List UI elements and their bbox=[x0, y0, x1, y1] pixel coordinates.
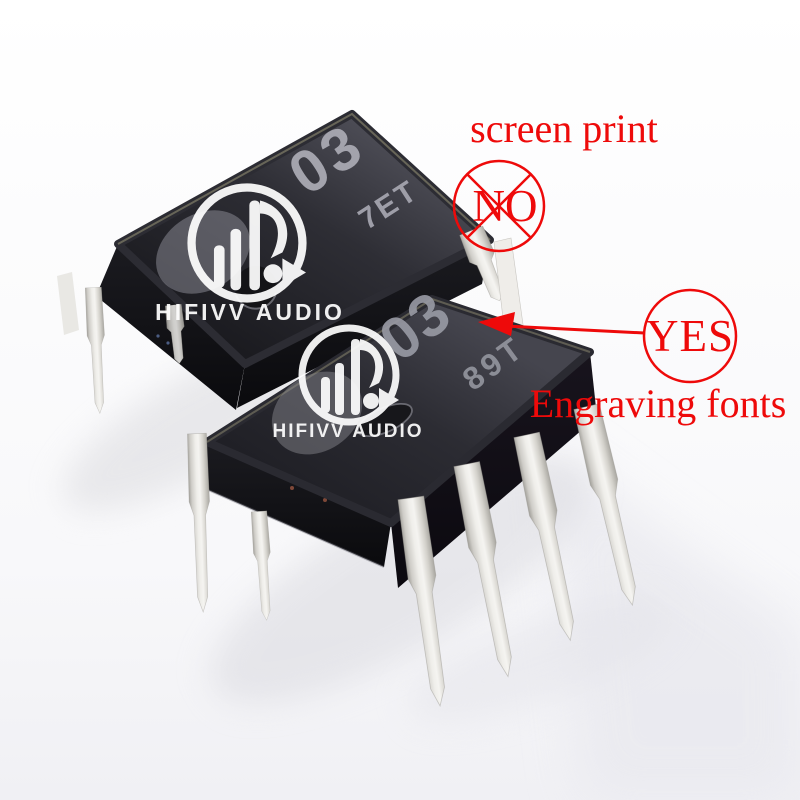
engraving-label: Engraving fonts bbox=[530, 381, 787, 426]
yes-circle-icon bbox=[642, 288, 738, 384]
side-speck bbox=[166, 341, 170, 345]
side-speck bbox=[156, 334, 160, 338]
screen-print-label: screen print bbox=[470, 106, 658, 151]
edge-highlight bbox=[117, 112, 491, 245]
side-speck bbox=[323, 498, 327, 502]
edge-highlight bbox=[206, 297, 591, 443]
chip-side-face bbox=[391, 352, 597, 588]
seam-highlight bbox=[198, 485, 385, 568]
yes-stamp: YES bbox=[642, 288, 738, 384]
annotations: screen print NO YES Engraving fonts bbox=[452, 106, 787, 426]
brand-watermark: HIFIVV AUDIO bbox=[155, 188, 345, 325]
brand-watermark-text: HIFIVV AUDIO bbox=[155, 299, 345, 325]
mold-mark bbox=[156, 210, 250, 294]
yes-label: YES bbox=[646, 311, 734, 361]
no-label: NO bbox=[473, 181, 538, 231]
side-speck bbox=[290, 486, 294, 490]
prohibition-circle-icon bbox=[452, 159, 546, 253]
prohibition-cross-icon bbox=[466, 173, 532, 239]
chip-side-face bbox=[199, 442, 391, 567]
arrow-icon bbox=[478, 312, 645, 336]
no-stamp: NO bbox=[452, 159, 546, 253]
brand-watermark-text: HIFIVV AUDIO bbox=[272, 421, 423, 442]
brand-watermark: HIFIVV AUDIO bbox=[272, 328, 423, 442]
chip-pin bbox=[57, 272, 79, 335]
front-chip: 03 89T HIFIVV AUDIO bbox=[186, 278, 647, 709]
